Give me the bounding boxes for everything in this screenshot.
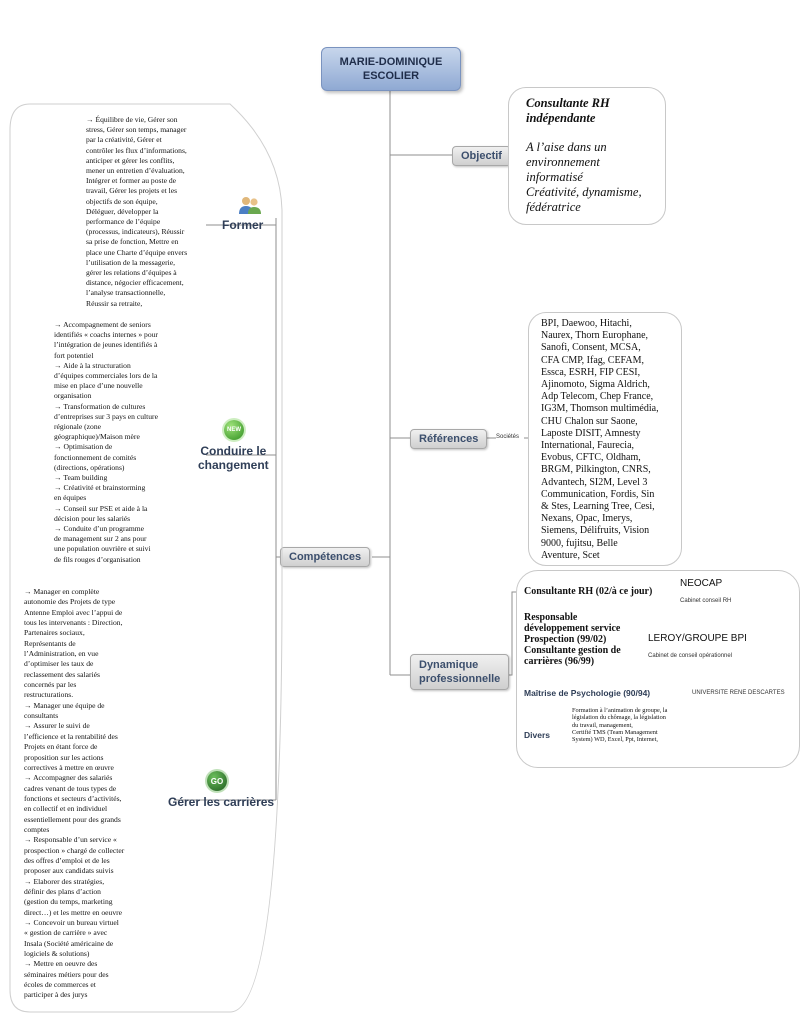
- branch-objectif-label: Objectif: [461, 150, 502, 162]
- branch-competences[interactable]: Compétences: [280, 547, 371, 567]
- former-label[interactable]: Former: [222, 218, 264, 232]
- new-badge-icon: NEW: [224, 420, 244, 440]
- branch-references-label: Références: [419, 433, 479, 445]
- objectif-title: Consultante RH indépendante: [526, 96, 610, 125]
- neocap-desc: Cabinet conseil RH: [680, 598, 732, 604]
- central-name-line1: MARIE-DOMINIQUE: [339, 56, 443, 68]
- divers-label: Divers: [524, 730, 550, 740]
- changement-label-line2: changement: [198, 458, 269, 472]
- leroy-desc: Cabinet de conseil opérationnel: [648, 653, 733, 659]
- master-school: UNIVERSITE RENE DESCARTES: [692, 690, 785, 696]
- changement-label[interactable]: Conduire le changement: [198, 444, 269, 472]
- carrieres-label[interactable]: Gérer les carrières: [168, 795, 275, 809]
- leroy-name: LEROY/GROUPE BPI: [648, 633, 747, 644]
- branch-dynamique-line1: Dynamique: [419, 659, 479, 671]
- references-bubble: [528, 312, 682, 566]
- branch-references[interactable]: Références: [410, 429, 488, 449]
- objectif-body: A l’aise dans un environnement informati…: [526, 140, 642, 214]
- objectif-bubble: [508, 87, 666, 225]
- go-badge-icon: GO: [207, 771, 227, 791]
- branch-dynamique[interactable]: Dynamique professionnelle: [410, 654, 510, 690]
- neocap-name: NEOCAP: [680, 578, 723, 589]
- people-icon: [237, 195, 263, 215]
- neocap-role: Consultante RH (02/à ce jour): [524, 586, 653, 597]
- master-degree: Maîtrise de Psychologie (90/94): [524, 688, 651, 698]
- changement-label-line1: Conduire le: [200, 444, 267, 458]
- central-node[interactable]: MARIE-DOMINIQUE ESCOLIER: [321, 47, 461, 91]
- carrieres-text: → Manager en complète autonomie des Proj…: [24, 587, 125, 1000]
- references-sublabel: Sociétés: [496, 434, 520, 440]
- branch-competences-label: Compétences: [289, 551, 362, 563]
- former-text: → Équilibre de vie, Gérer son stress, Gé…: [86, 115, 188, 308]
- divers-text: Formation à l’animation de groupe, la lé…: [572, 707, 668, 744]
- branch-dynamique-line2: professionnelle: [419, 673, 501, 685]
- changement-text: → Accompagnement de seniors identifiés «…: [54, 320, 158, 564]
- central-name-line2: ESCOLIER: [362, 70, 420, 82]
- dynamique-bubble: [516, 570, 800, 768]
- leroy-roles: Responsable développement service Prospe…: [524, 612, 621, 667]
- branch-objectif[interactable]: Objectif: [452, 146, 511, 166]
- references-list: BPI, Daewoo, Hitachi, Naurex, Thorn Euro…: [541, 318, 659, 561]
